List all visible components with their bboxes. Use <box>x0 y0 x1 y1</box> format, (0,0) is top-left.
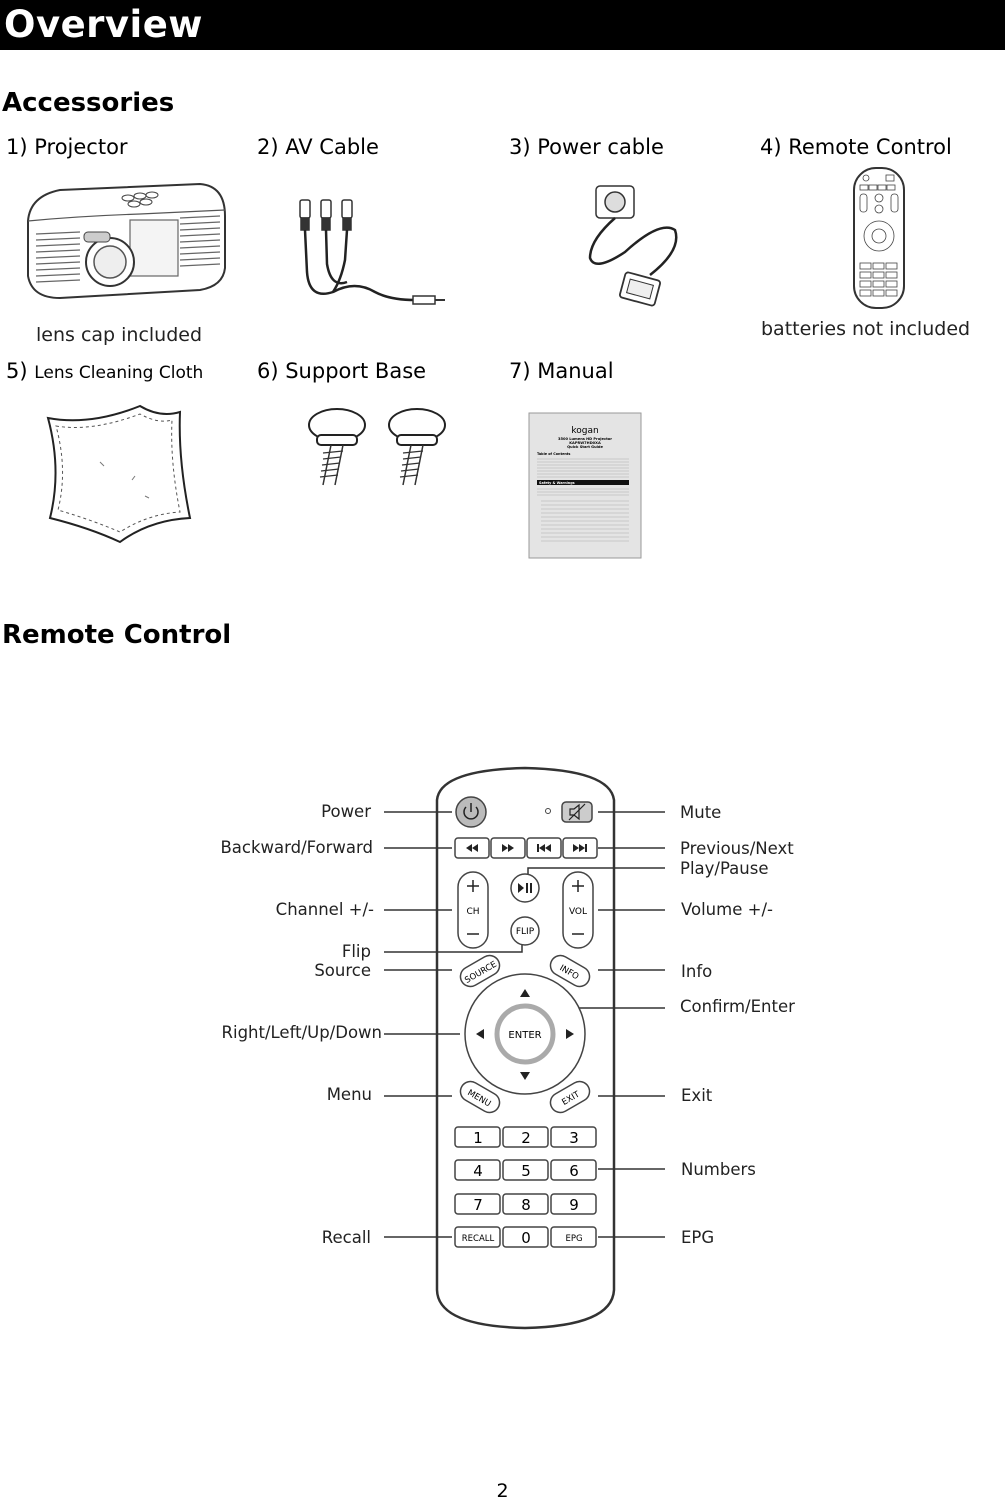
manual-image: kogan 3500 Lumens HD Projector KAPRW7HD0… <box>528 412 642 559</box>
num-2-button[interactable]: 2 <box>521 1129 531 1147</box>
manual-brand: kogan <box>571 426 598 436</box>
epg-button[interactable]: EPG <box>565 1234 582 1244</box>
callout-recall: Recall <box>321 1228 371 1247</box>
projector-caption: lens cap included <box>36 324 203 346</box>
num-1-button[interactable]: 1 <box>473 1129 483 1147</box>
flip-button[interactable]: FLIP <box>516 927 535 937</box>
callout-volume: Volume +/- <box>681 900 773 919</box>
callout-source: Source <box>314 961 371 980</box>
num-4-button[interactable]: 4 <box>473 1162 483 1180</box>
callout-epg: EPG <box>681 1228 715 1247</box>
callout-confirm-enter: Confirm/Enter <box>680 997 795 1016</box>
callout-backward-forward: Backward/Forward <box>220 838 373 857</box>
num-6-button[interactable]: 6 <box>569 1162 579 1180</box>
callout-mute: Mute <box>680 803 722 822</box>
manual-title-1: 3500 Lumens HD Projector <box>558 437 612 441</box>
callout-flip: Flip <box>341 942 371 961</box>
accessory-name: Lens Cleaning Cloth <box>34 363 204 383</box>
page-title: Overview <box>4 3 203 46</box>
num-8-button[interactable]: 8 <box>521 1196 531 1214</box>
callout-numbers: Numbers <box>681 1160 756 1179</box>
num-5-button[interactable]: 5 <box>521 1162 531 1180</box>
projector-image <box>27 182 226 300</box>
ch-button[interactable]: CH <box>466 907 479 917</box>
num-9-button[interactable]: 9 <box>569 1196 579 1214</box>
remote-small-image <box>853 167 905 309</box>
accessory-label-power-cable: 3) Power cable <box>509 135 664 159</box>
accessory-label-remote: 4) Remote Control <box>760 135 952 159</box>
callout-play-pause: Play/Pause <box>680 859 769 878</box>
cleaning-cloth-image <box>46 404 192 544</box>
manual-title-3: Quick Start Guide <box>567 445 603 449</box>
support-base-image <box>308 408 446 486</box>
accessory-label-manual: 7) Manual <box>509 359 614 383</box>
manual-toc: Table of Contents <box>537 452 570 456</box>
callout-channel: Channel +/- <box>275 900 374 919</box>
av-cable-image <box>299 199 445 305</box>
callout-exit: Exit <box>681 1086 713 1105</box>
callout-previous-next: Previous/Next <box>680 839 794 858</box>
accessories-heading: Accessories <box>2 88 175 118</box>
accessory-label-support-base: 6) Support Base <box>257 359 427 383</box>
manual-section: Safety & Warnings <box>539 481 575 485</box>
num-7-button[interactable]: 7 <box>473 1196 483 1214</box>
accessory-label-projector: 1) Projector <box>6 135 128 159</box>
remote-control-heading: Remote Control <box>2 620 232 650</box>
recall-button[interactable]: RECALL <box>462 1234 495 1244</box>
callout-info: Info <box>681 962 713 981</box>
vol-button[interactable]: VOL <box>569 907 587 917</box>
num-0-button[interactable]: 0 <box>521 1229 531 1247</box>
power-cable-image <box>588 185 678 307</box>
overview-banner: Overview <box>0 0 1005 50</box>
callout-power: Power <box>321 802 371 821</box>
callout-direction: Right/Left/Up/Down <box>221 1023 382 1042</box>
manual-title-2: KAPRW7HD0XA <box>569 441 601 445</box>
accessory-label-av-cable: 2) AV Cable <box>257 135 379 159</box>
num-3-button[interactable]: 3 <box>569 1129 579 1147</box>
remote-caption: batteries not included <box>761 318 971 340</box>
page-number: 2 <box>496 1480 509 1502</box>
accessory-label-cleaning-cloth: 5) Lens Cleaning Cloth <box>6 358 203 386</box>
enter-button[interactable]: ENTER <box>508 1030 541 1041</box>
accessory-number: 5) <box>6 359 28 383</box>
callout-menu: Menu <box>326 1085 372 1104</box>
